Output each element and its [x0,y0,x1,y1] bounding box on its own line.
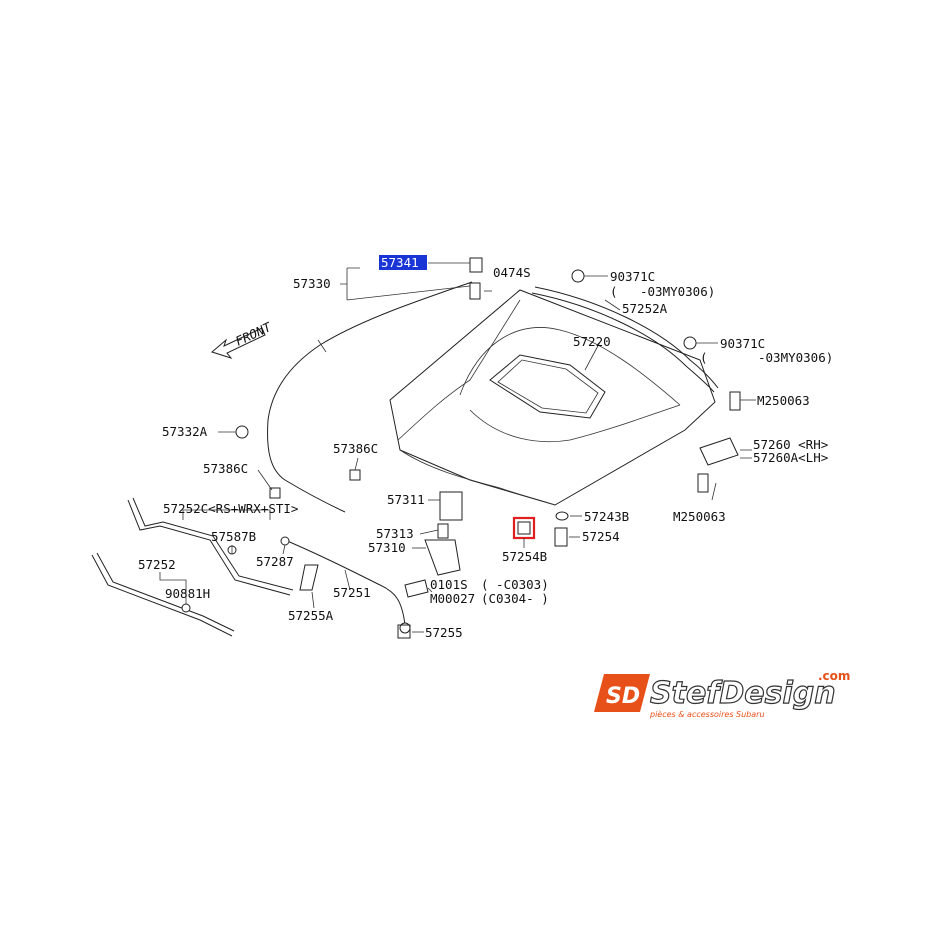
part-label-0101S[interactable]: 0101S [430,577,468,592]
part-label-M250063-b[interactable]: M250063 [673,509,726,524]
part-icon-57255A [299,564,319,591]
part-label-90371C-b-note-a: ( [700,350,708,365]
part-label-57330[interactable]: 57330 [293,276,331,291]
part-icon-90881H [181,603,191,613]
part-icon-57341 [469,257,483,273]
front-label: FRONT [233,319,275,349]
part-label-90371C-b-note-b: -03MY0306) [758,350,833,365]
part-label-90881H[interactable]: 90881H [165,586,210,601]
small-parts [181,257,741,639]
part-label-57332A[interactable]: 57332A [162,424,208,439]
leader-lines [159,262,756,633]
front-arrow-icon [210,327,266,359]
part-label-90371C-a[interactable]: 90371C [610,269,655,284]
part-label-57287[interactable]: 57287 [256,554,294,569]
part-label-57341[interactable]: 57341 [381,255,419,270]
part-icon-M250063-b [697,473,709,493]
part-label-M250063-a[interactable]: M250063 [757,393,810,408]
part-label-90371C-a-note-a: ( [610,284,618,299]
part-label-57252[interactable]: 57252 [138,557,176,572]
logo-monogram-badge [594,674,650,712]
logo-word: StefDesign [650,676,836,711]
part-label-57311[interactable]: 57311 [387,492,425,507]
part-label-M00027[interactable]: M00027 [430,591,475,606]
part-label-90371C-a-note-b: -03MY0306) [640,284,715,299]
part-label-57252C[interactable]: 57252C<RS+WRX+STI> [163,501,298,516]
part-icon-57260 [699,437,739,466]
part-icon-57386C-a [269,487,281,499]
part-icon-57243B [555,511,569,521]
stefdesign-logo[interactable]: SD StefDesign .com pièces & accessoires … [594,669,850,719]
strip-57252C [127,497,294,596]
weatherstrip-57252A [531,286,719,393]
release-cable-57330 [267,281,473,513]
part-icon-90371C-a [571,269,585,283]
hood-panel [389,289,716,506]
part-icon-57255 [397,624,411,639]
part-label-M00027-note: (C0304- ) [481,591,549,606]
part-label-0101S-note: ( -C0303) [481,577,549,592]
part-label-57220[interactable]: 57220 [573,334,611,349]
part-label-57260A-lh[interactable]: 57260A<LH> [753,450,828,465]
part-label-57252A[interactable]: 57252A [622,301,668,316]
part-label-57254[interactable]: 57254 [582,529,620,544]
part-label-57310[interactable]: 57310 [368,540,406,555]
part-icon-57254 [554,527,568,547]
logo-suffix: .com [818,669,850,683]
part-label-90371C-b[interactable]: 90371C [720,336,765,351]
part-label-57251[interactable]: 57251 [333,585,371,600]
part-label-57386C-b[interactable]: 57386C [333,441,378,456]
logo-tagline: pièces & accessoires Subaru [649,709,765,719]
part-label-57313[interactable]: 57313 [376,526,414,541]
part-label-57260-rh[interactable]: 57260 <RH> [753,437,828,452]
part-label-57255[interactable]: 57255 [425,625,463,640]
part-label-57386C-a[interactable]: 57386C [203,461,248,476]
part-label-0474S[interactable]: 0474S [493,265,531,280]
strip-57252 [91,552,235,637]
part-label-57243B[interactable]: 57243B [584,509,629,524]
part-icon-57254B [517,521,531,535]
part-icon-0474S [469,282,481,300]
part-icon-57386C-b [349,469,361,481]
part-icon-M250063-a [729,391,741,411]
part-label-57587B[interactable]: 57587B [211,529,256,544]
part-label-57254B[interactable]: 57254B [502,549,547,564]
part-icon-57332A [235,425,249,439]
logo-monogram: SD [606,684,640,709]
highlight-57341 [379,255,427,270]
part-icon-90371C-b [683,336,697,350]
part-icon-57313 [437,523,449,539]
part-label-57255A[interactable]: 57255A [288,608,334,623]
